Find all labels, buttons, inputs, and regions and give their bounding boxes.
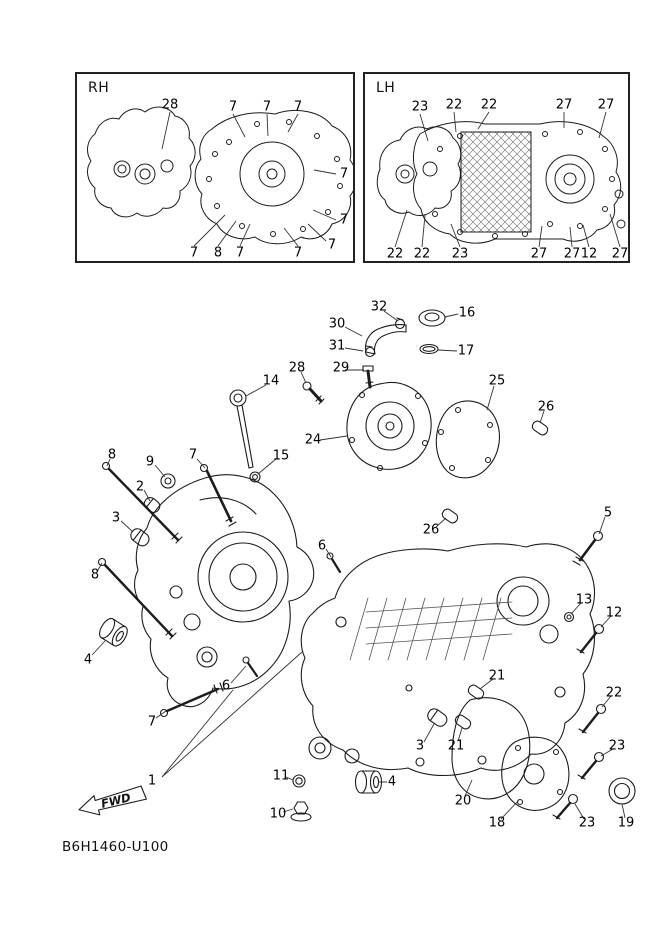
bolt-6b [242, 656, 259, 678]
bolt-5 [572, 530, 604, 566]
oil-seal-19 [608, 777, 636, 805]
washer-13 [563, 611, 575, 623]
bushing-4b [354, 770, 383, 794]
long-bolt-8b [97, 557, 177, 640]
diagram-code: B6H1460-U100 [62, 839, 169, 855]
cover-gasket-20 [451, 697, 531, 800]
hose-clamp-32 [394, 317, 406, 330]
o-ring-17 [419, 343, 439, 355]
crankcase-cover-24 [346, 381, 432, 472]
bushing-4a [99, 617, 128, 647]
crankcase-right-half [300, 543, 595, 776]
bearing-9 [160, 473, 176, 489]
lh-panel-label: LH [376, 80, 396, 96]
stud-bolt-7a [199, 463, 237, 527]
crankcase-ribs [349, 597, 513, 661]
lh-crankcase-sketch [376, 111, 626, 248]
rh-crankcase-sketch [87, 106, 353, 247]
bushing-3a [130, 528, 150, 547]
fwd-label: FWD [100, 790, 133, 811]
breather-joint-29 [362, 365, 374, 389]
bolt-12 [576, 623, 605, 654]
leader-lines [91, 310, 626, 820]
dowel-pin-26b [441, 508, 459, 524]
plug-2 [143, 497, 161, 513]
bolt-23b [552, 793, 579, 820]
o-ring-11 [292, 774, 306, 788]
bolt-28 [302, 381, 325, 405]
cover-gasket-25 [435, 400, 500, 479]
oil-dipstick-14 [229, 389, 254, 469]
dowel-pin-21b [454, 714, 472, 730]
oil-filler-cap-16 [418, 309, 446, 327]
long-bolt-8a [101, 461, 183, 544]
end-cover-18 [501, 736, 570, 811]
stud-bolt-7b [159, 682, 224, 718]
bolt-23a [577, 751, 605, 780]
bushing-3b [427, 708, 448, 727]
o-ring-15 [249, 471, 261, 483]
breather-hose-30 [365, 324, 407, 355]
crankcase-left-half [134, 474, 315, 708]
bolt-6a [326, 552, 342, 574]
drain-plug-10 [290, 801, 312, 822]
dowel-pin-26a [531, 420, 549, 436]
dowel-pin-21a [467, 684, 485, 700]
hose-clamp-31 [364, 345, 376, 358]
bolt-22 [578, 703, 607, 734]
fwd-arrow: FWD [78, 785, 147, 816]
rh-panel-label: RH [88, 80, 110, 96]
